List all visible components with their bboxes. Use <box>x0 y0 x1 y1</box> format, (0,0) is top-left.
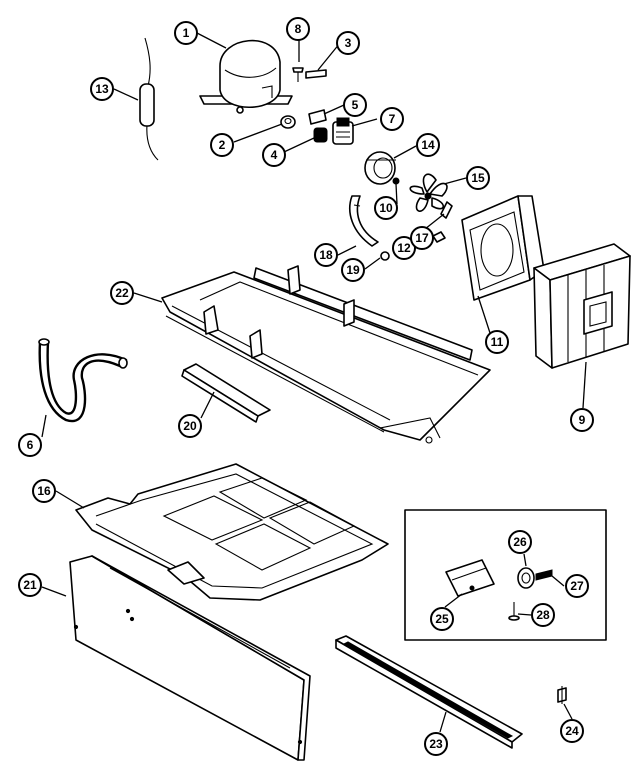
callout-19: 19 <box>341 258 365 282</box>
callout-3: 3 <box>336 31 360 55</box>
part-25-switch-bracket <box>445 559 495 597</box>
part-12-nut <box>432 231 446 243</box>
part-5-relay <box>308 109 327 125</box>
part-15-fan-blade <box>409 173 448 212</box>
part-9-condenser <box>533 243 631 369</box>
svg-text:26: 26 <box>513 535 527 549</box>
callout-23: 23 <box>424 732 448 756</box>
callout-17: 17 <box>410 226 434 250</box>
part-14-fan-motor <box>364 151 396 185</box>
svg-text:7: 7 <box>389 112 396 126</box>
svg-text:20: 20 <box>183 419 197 433</box>
svg-text:17: 17 <box>415 231 429 245</box>
part-22-base-pan <box>161 265 491 444</box>
callout-11: 11 <box>485 330 509 354</box>
part-11-shroud <box>461 195 545 301</box>
callout-25: 25 <box>430 607 454 631</box>
svg-text:24: 24 <box>565 724 579 738</box>
callout-8: 8 <box>286 17 310 41</box>
svg-text:1: 1 <box>183 26 190 40</box>
svg-text:28: 28 <box>536 608 550 622</box>
part-24-clip <box>557 686 567 704</box>
part-8-screw <box>292 67 304 82</box>
callout-12: 12 <box>392 236 416 260</box>
part-13-drier <box>139 37 159 161</box>
svg-text:23: 23 <box>429 737 443 751</box>
callout-5: 5 <box>343 93 367 117</box>
callout-4: 4 <box>262 143 286 167</box>
svg-text:5: 5 <box>352 98 359 112</box>
svg-text:3: 3 <box>345 36 352 50</box>
callout-26: 26 <box>508 530 532 554</box>
svg-text:27: 27 <box>570 579 584 593</box>
svg-text:11: 11 <box>491 335 504 349</box>
svg-text:22: 22 <box>115 286 129 300</box>
part-16-drain-tray <box>75 463 389 601</box>
svg-text:12: 12 <box>397 241 411 255</box>
callout-16: 16 <box>32 479 56 503</box>
part-26-knob <box>517 567 535 589</box>
svg-text:25: 25 <box>435 612 449 626</box>
leader-lines <box>41 32 587 733</box>
svg-text:19: 19 <box>346 263 360 277</box>
svg-text:16: 16 <box>37 484 51 498</box>
part-21-front-panel <box>69 555 311 761</box>
part-28-screw <box>508 602 520 621</box>
svg-text:2: 2 <box>219 138 226 152</box>
svg-text:18: 18 <box>319 248 333 262</box>
part-1-compressor <box>199 39 293 114</box>
callout-24: 24 <box>560 719 584 743</box>
svg-text:6: 6 <box>27 438 34 452</box>
part-19-nut <box>380 251 390 261</box>
callout-13: 13 <box>90 77 114 101</box>
svg-text:4: 4 <box>271 148 278 162</box>
callout-10: 10 <box>374 196 398 220</box>
callout-7: 7 <box>380 107 404 131</box>
part-2-grommet <box>280 115 296 129</box>
callout-22: 22 <box>110 281 134 305</box>
callout-18: 18 <box>314 243 338 267</box>
callout-27: 27 <box>565 574 589 598</box>
svg-text:21: 21 <box>23 578 37 592</box>
part-7-cover <box>332 117 354 145</box>
part-20-channel <box>181 363 271 423</box>
callout-6: 6 <box>18 433 42 457</box>
callout-14: 14 <box>416 133 440 157</box>
part-18-bracket <box>348 195 379 247</box>
svg-text:8: 8 <box>295 22 302 36</box>
svg-text:15: 15 <box>471 171 485 185</box>
callout-15: 15 <box>466 166 490 190</box>
svg-text:9: 9 <box>579 413 586 427</box>
callout-21: 21 <box>18 573 42 597</box>
part-6-drain-hose <box>38 338 128 423</box>
callout-20: 20 <box>178 414 202 438</box>
part-3-bolt <box>305 69 327 79</box>
part-4-overload <box>313 127 328 143</box>
callout-2: 2 <box>210 133 234 157</box>
part-10-nut <box>392 177 400 185</box>
svg-text:14: 14 <box>421 138 435 152</box>
svg-text:10: 10 <box>379 201 393 215</box>
callout-28: 28 <box>531 603 555 627</box>
svg-text:13: 13 <box>95 82 109 96</box>
part-23-grille <box>335 635 523 749</box>
callout-9: 9 <box>570 408 594 432</box>
callout-1: 1 <box>174 21 198 45</box>
